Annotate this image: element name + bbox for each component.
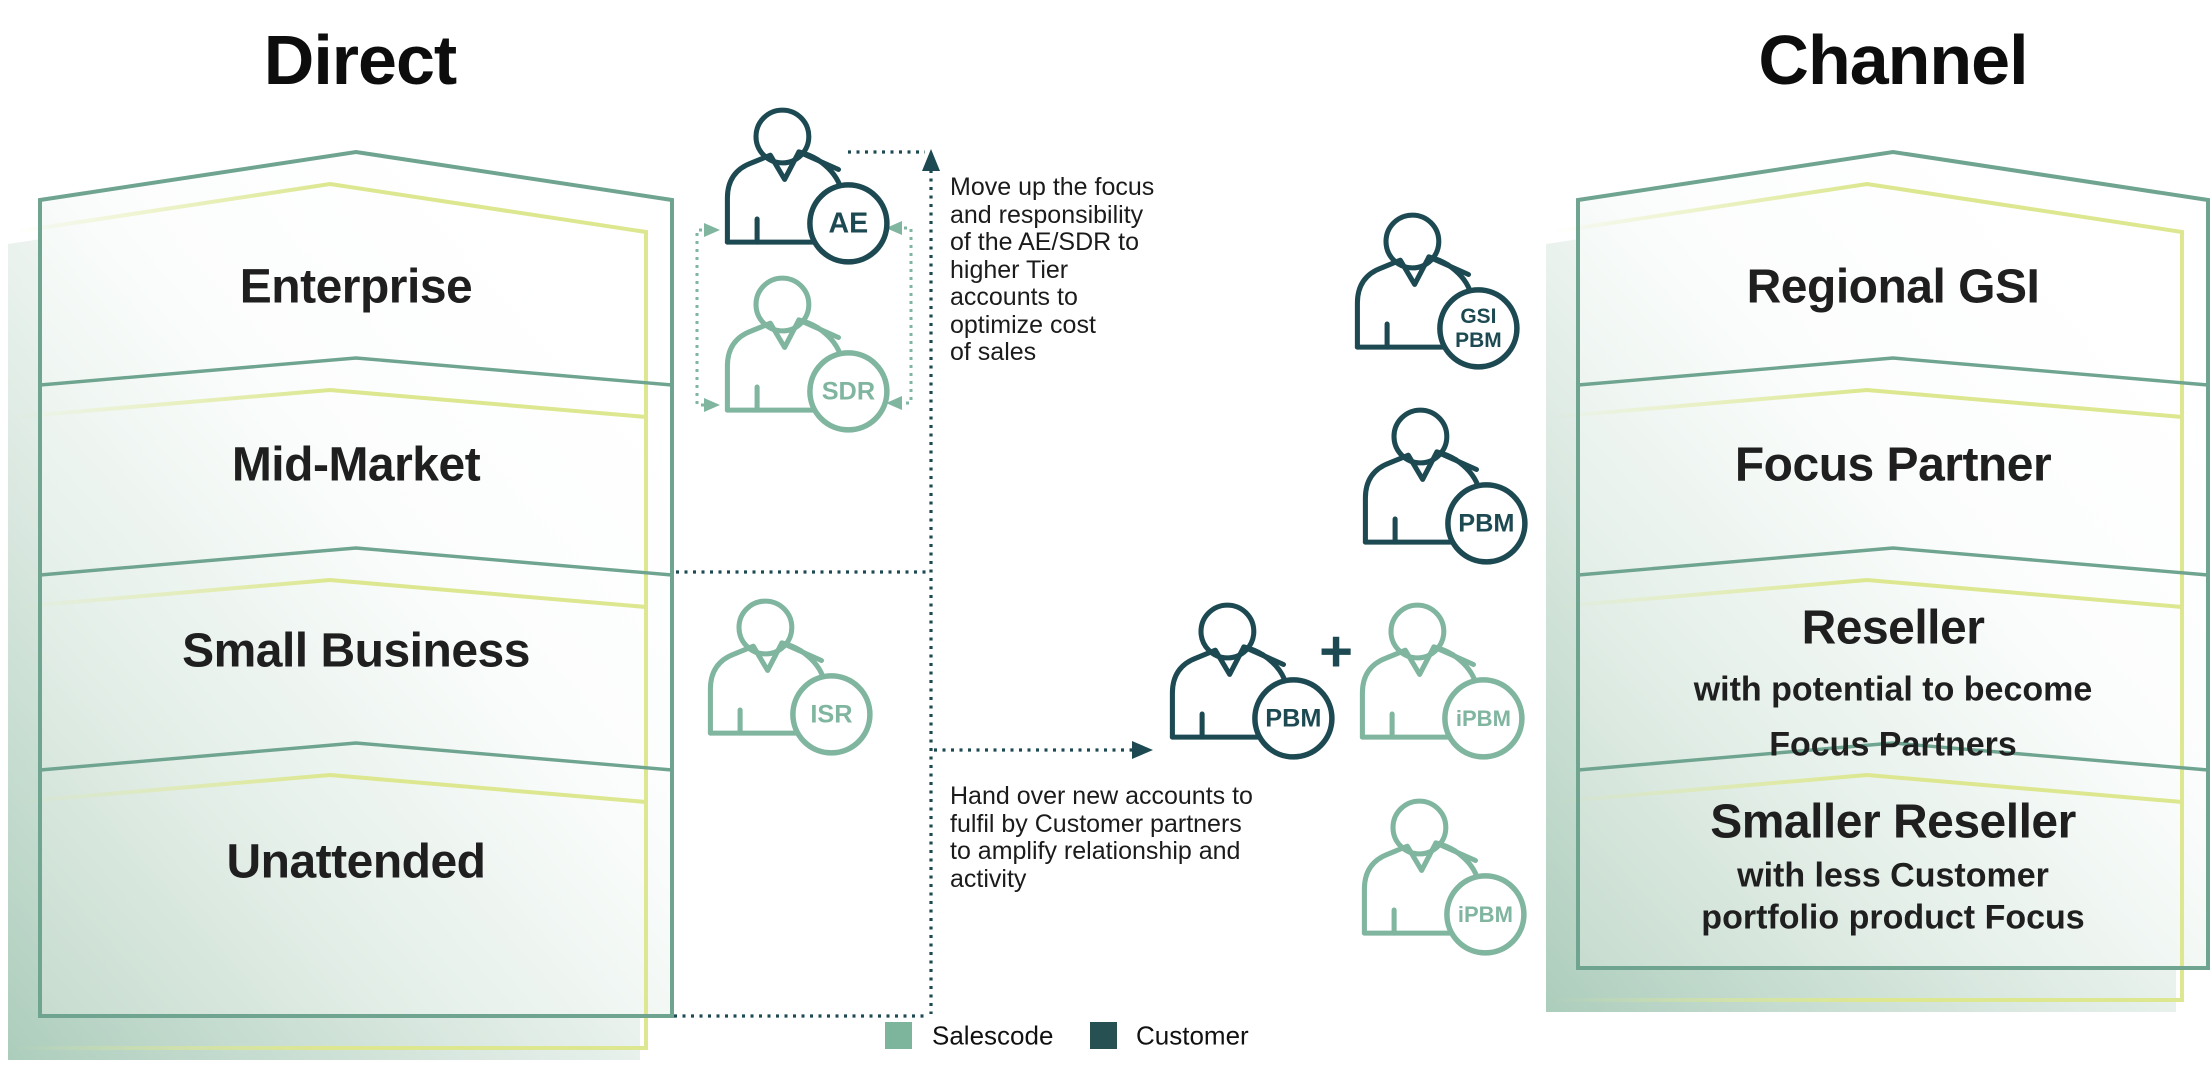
role-badge-circle bbox=[1437, 287, 1520, 370]
channel-segment-regional-gsi: Regional GSI bbox=[1746, 260, 2040, 314]
swap-loop-arrowheads bbox=[704, 221, 902, 412]
channel-segment-smaller-reseller: Smaller Reseller bbox=[1710, 795, 2076, 849]
badge-label: PBM bbox=[1265, 704, 1321, 732]
role-badge-circle bbox=[807, 182, 890, 265]
direct-title: Direct bbox=[263, 21, 457, 99]
annotation-line: optimize cost bbox=[950, 310, 1096, 339]
customer-dotted-connectors bbox=[674, 150, 1140, 1018]
channel-segment-reseller-sub2: Focus Partners bbox=[1769, 725, 2017, 764]
badge-label: PBM bbox=[1455, 329, 1501, 352]
direct-stack-teal-outline bbox=[38, 149, 674, 1018]
channel-segment-focus-partner: Focus Partner bbox=[1734, 438, 2052, 492]
role-badge-circle bbox=[1444, 873, 1527, 956]
annotation-line: of sales bbox=[950, 338, 1037, 366]
annotation-line: accounts to bbox=[950, 283, 1078, 311]
role-badge-circle bbox=[1252, 677, 1335, 760]
channel-title: Channel bbox=[1758, 21, 2028, 99]
badge-label: SDR bbox=[822, 377, 875, 405]
swap-arrowhead-icon bbox=[704, 398, 720, 412]
channel-stack-yellow-outline bbox=[1550, 181, 2184, 1002]
legend-label-salescode: Salescode bbox=[932, 1020, 1054, 1051]
swap-arrowhead-icon bbox=[886, 396, 902, 410]
annotation-line: Hand over new accounts to bbox=[950, 782, 1253, 810]
role-badge-circle bbox=[790, 673, 873, 756]
annotation-line: fulfil by Customer partners bbox=[950, 809, 1242, 838]
salescode-swap-loop bbox=[695, 226, 913, 407]
badge-label: ISR bbox=[810, 700, 852, 728]
direct-segment-mid-market: Mid-Market bbox=[231, 438, 481, 492]
legend-swatch-customer bbox=[1090, 1022, 1117, 1049]
channel-segment-smaller-reseller-sub1: with less Customer bbox=[1737, 856, 2049, 895]
handover-arrowhead-icon bbox=[1132, 741, 1153, 759]
sdr-person-icon: SDR bbox=[727, 278, 890, 433]
badge-label: GSI bbox=[1460, 305, 1496, 328]
annotation-line: higher Tier bbox=[950, 255, 1069, 284]
move-up-arrowhead-icon bbox=[922, 149, 940, 171]
role-badge-circle bbox=[1445, 482, 1528, 565]
channel-pbm-person-icon: PBM bbox=[1365, 410, 1528, 565]
legend-label-customer: Customer bbox=[1136, 1020, 1249, 1051]
direct-segment-enterprise: Enterprise bbox=[239, 260, 473, 314]
badge-label: iPBM bbox=[1458, 902, 1513, 927]
hand-over-annotation: Hand over new accounts to fulfil by Cust… bbox=[950, 782, 1253, 893]
channel-segment-smaller-reseller-sub2: portfolio product Focus bbox=[1701, 898, 2085, 937]
direct-segment-small-business: Small Business bbox=[182, 624, 530, 678]
isr-person-icon: ISR bbox=[710, 601, 873, 756]
ae-person-icon: AE bbox=[727, 110, 890, 265]
direct-stack-yellow-outline bbox=[12, 181, 648, 1050]
handover-ipbm-person-icon: iPBM bbox=[1362, 605, 1525, 760]
channel-stack-teal-outline bbox=[1576, 149, 2210, 970]
annotation-line: and responsibility bbox=[950, 200, 1144, 229]
channel-stack-fill bbox=[1578, 152, 2208, 968]
swap-arrowhead-icon bbox=[886, 221, 902, 235]
swap-loop-right bbox=[896, 226, 913, 405]
annotation-line: to amplify relationship and bbox=[950, 837, 1241, 865]
channel-segment-reseller: Reseller bbox=[1801, 601, 1985, 655]
role-badge-circle bbox=[807, 350, 890, 433]
annotation-line: Move up the focus bbox=[950, 173, 1155, 201]
badge-label: AE bbox=[829, 207, 869, 239]
legend-swatch-salescode bbox=[885, 1022, 912, 1049]
channel-stack-shape bbox=[1546, 149, 2210, 1012]
plus-sign: + bbox=[1319, 619, 1353, 684]
direct-segment-unattended: Unattended bbox=[226, 835, 487, 889]
badge-label: iPBM bbox=[1456, 706, 1511, 731]
handover-pbm-person-icon: PBM bbox=[1172, 605, 1335, 760]
annotation-line: of the AE/SDR to bbox=[950, 228, 1139, 256]
swap-arrowhead-icon bbox=[704, 223, 720, 237]
swap-loop-left bbox=[695, 228, 710, 407]
move-up-annotation: Move up the focus and responsibility of … bbox=[950, 173, 1155, 367]
direct-stack-shape bbox=[8, 149, 674, 1060]
badge-label: PBM bbox=[1458, 509, 1514, 537]
role-badge-circle bbox=[1442, 677, 1525, 760]
annotation-line: activity bbox=[950, 864, 1027, 893]
channel-segment-reseller-sub1: with potential to become bbox=[1693, 670, 2093, 709]
channel-ipbm-person-icon: iPBM bbox=[1364, 801, 1527, 956]
